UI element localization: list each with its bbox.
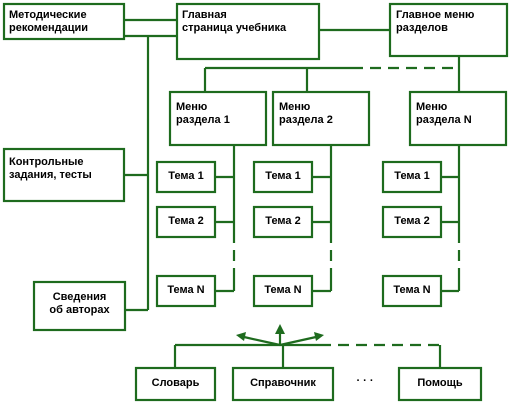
- section1-box[interactable]: [168, 90, 268, 147]
- arrow-left: [243, 335, 281, 347]
- section2-line2: раздела 2: [279, 114, 333, 126]
- s1-topic1-label: Тема 1: [168, 170, 204, 182]
- arrow-right: [279, 335, 317, 347]
- section1-label: Меню раздела 1: [176, 101, 230, 127]
- help-box[interactable]: [397, 366, 483, 402]
- sectionN-line1: Меню: [416, 101, 448, 113]
- sectionN-box[interactable]: [408, 90, 508, 147]
- main-menu-label: Главное меню разделов: [396, 9, 474, 35]
- s2-topic1-label: Тема 1: [265, 170, 301, 182]
- sN-topicN-label: Тема N: [393, 284, 431, 296]
- section2-box[interactable]: [271, 90, 371, 147]
- authors-line1: Сведения: [52, 291, 107, 303]
- s2-topicN-label: Тема N: [264, 284, 302, 296]
- methodical-label: Методические рекомендации: [9, 9, 88, 35]
- s1-topic1-box[interactable]: [155, 160, 217, 194]
- main-page-line2: страница учебника: [182, 22, 287, 34]
- section2-label: Меню раздела 2: [279, 101, 333, 127]
- sectionN-line2: раздела N: [416, 114, 472, 126]
- main-menu-line2: разделов: [396, 22, 448, 34]
- main-page-box[interactable]: [175, 2, 321, 61]
- main-page-label: Главная страница учебника: [182, 9, 286, 35]
- section1-line1: Меню: [176, 101, 208, 113]
- help-label: Помощь: [417, 377, 463, 389]
- sN-topic1-label: Тема 1: [394, 170, 430, 182]
- sN-topicN-box[interactable]: [381, 274, 443, 308]
- methodical-line1: Методические: [9, 9, 87, 21]
- arrowhead-icon: [275, 324, 285, 334]
- methodical-box[interactable]: [2, 2, 126, 41]
- tests-label: Контрольные задания, тесты: [9, 156, 92, 182]
- tests-line1: Контрольные: [9, 156, 84, 168]
- authors-label: Сведения об авторах: [34, 291, 125, 317]
- authors-line2: об авторах: [49, 304, 110, 316]
- authors-box[interactable]: [32, 280, 127, 332]
- s1-topicN-label: Тема N: [167, 284, 205, 296]
- main-menu-line1: Главное меню: [396, 9, 475, 21]
- ellipsis-label: · · ·: [356, 375, 374, 387]
- sectionN-label: Меню раздела N: [416, 101, 472, 127]
- section2-line1: Меню: [279, 101, 311, 113]
- tests-line2: задания, тесты: [9, 169, 92, 181]
- sN-topic2-box[interactable]: [381, 205, 443, 239]
- glossary-label: Словарь: [151, 377, 200, 389]
- glossary-box[interactable]: [134, 366, 217, 402]
- section1-line2: раздела 1: [176, 114, 230, 126]
- s1-topic2-box[interactable]: [155, 205, 217, 239]
- reference-label: Справочник: [250, 377, 316, 389]
- arrowhead-icon: [314, 332, 324, 341]
- sN-topic2-label: Тема 2: [394, 215, 430, 227]
- main-page-line1: Главная: [182, 9, 227, 21]
- s1-topic2-label: Тема 2: [168, 215, 204, 227]
- s2-topic2-label: Тема 2: [265, 215, 301, 227]
- main-menu-box[interactable]: [388, 2, 509, 58]
- arrowhead-icon: [236, 332, 246, 341]
- s2-topic1-box[interactable]: [252, 160, 314, 194]
- methodical-line2: рекомендации: [9, 22, 89, 34]
- reference-box[interactable]: [231, 366, 335, 402]
